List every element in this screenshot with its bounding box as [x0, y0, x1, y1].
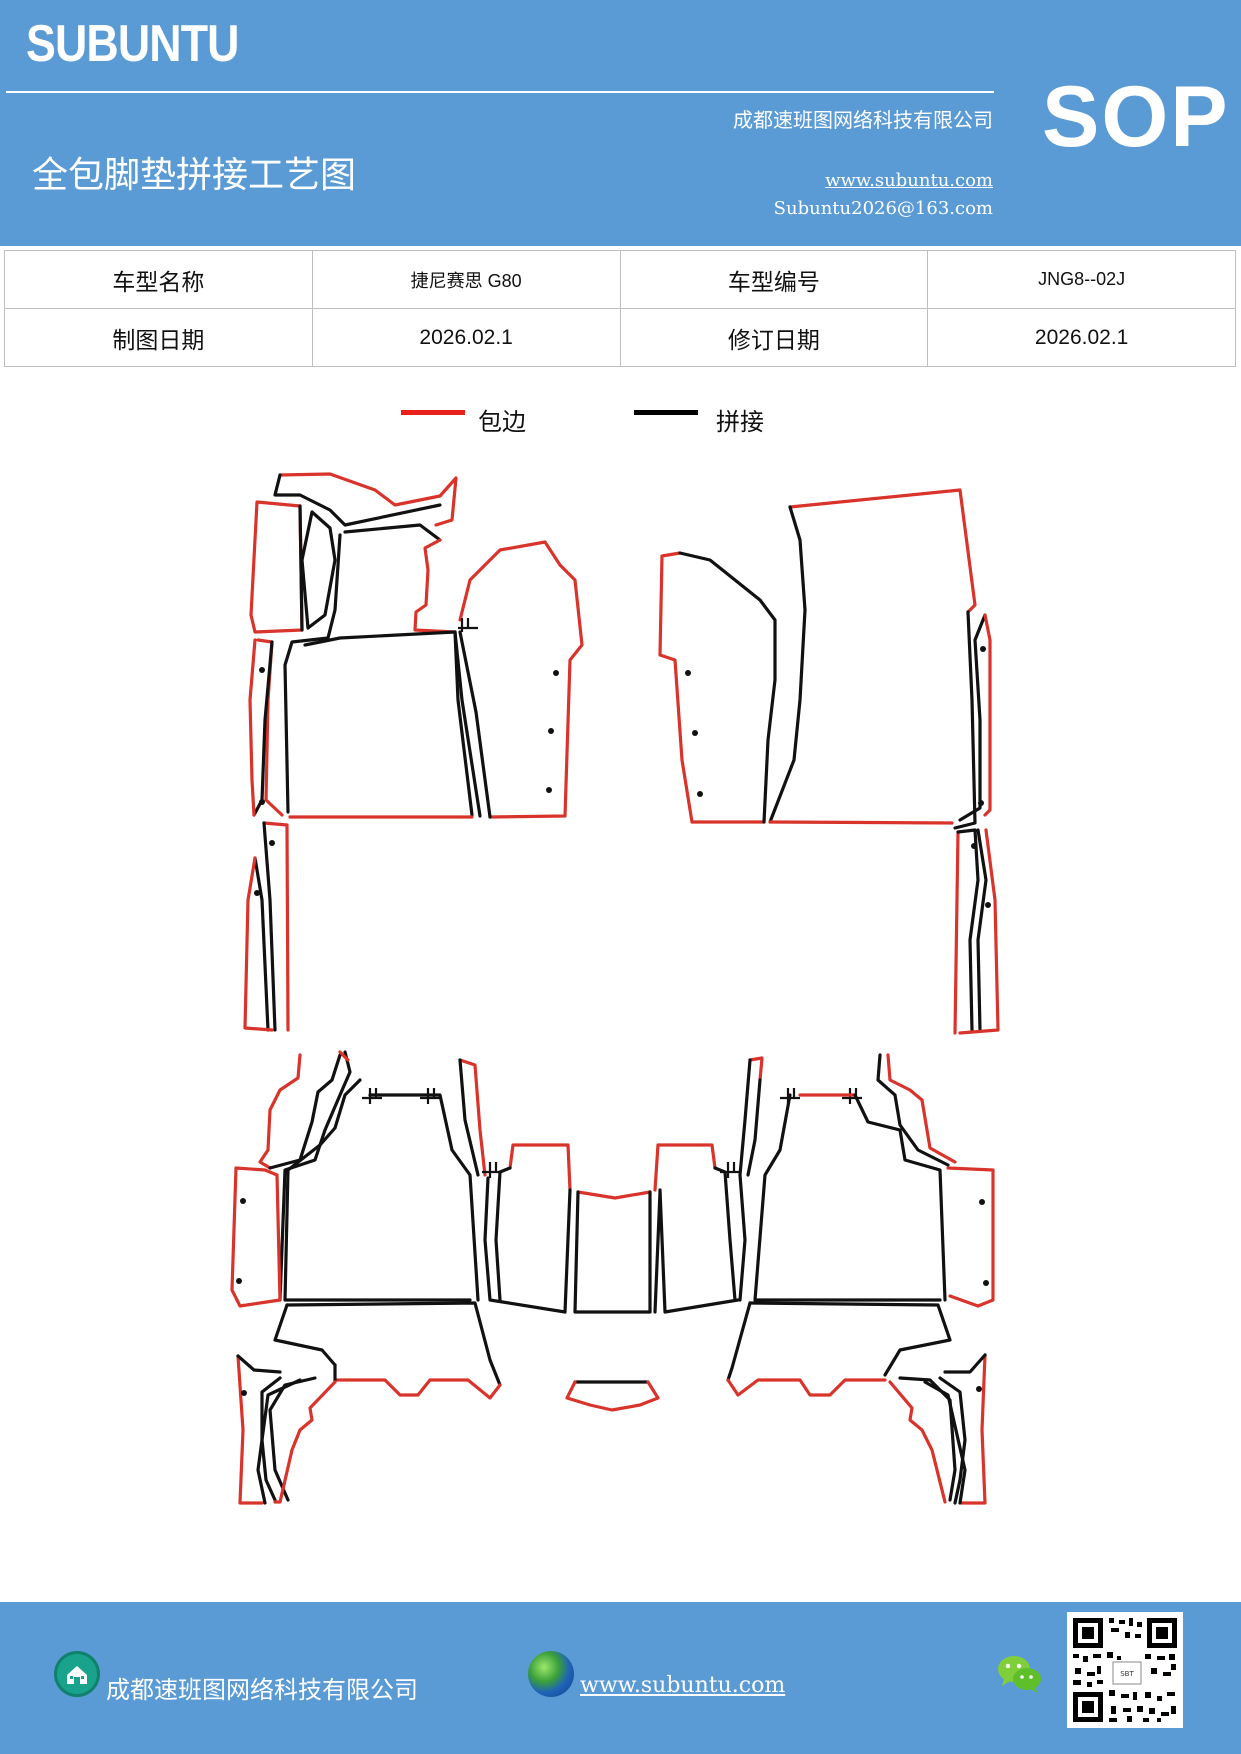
- model-code-value: JNG8--02J: [927, 250, 1236, 309]
- rear-right-center-piece: [653, 1143, 747, 1314]
- legend-edge-label: 包边: [478, 408, 526, 436]
- header-email: Subuntu2026@163.com: [773, 198, 993, 219]
- header-website-link[interactable]: www.subuntu.com: [825, 170, 993, 191]
- rear-left-mat: [230, 1050, 487, 1308]
- header-banner: [0, 0, 1241, 246]
- table-row: 制图日期 2026.02.1 修订日期 2026.02.1: [4, 308, 1236, 367]
- brand-logo: SUBUNTU: [26, 15, 239, 73]
- legend-join-label: 拼接: [716, 408, 764, 436]
- qr-code: SBT: [1067, 1612, 1183, 1728]
- rear-right-mat: [738, 1053, 995, 1308]
- draw-date-label: 制图日期: [4, 308, 313, 367]
- svg-text:SBT: SBT: [1120, 1670, 1134, 1678]
- footer-company: 成都速班图网络科技有限公司: [106, 1676, 418, 1704]
- draw-date-value: 2026.02.1: [311, 308, 621, 367]
- model-name-label: 车型名称: [4, 250, 313, 309]
- header-company: 成都速班图网络科技有限公司: [733, 108, 993, 132]
- rear-center-lower-piece: [565, 1380, 660, 1412]
- rear-left-center-piece: [482, 1143, 572, 1314]
- revise-date-value: 2026.02.1: [927, 308, 1236, 367]
- footer-website-link[interactable]: www.subuntu.com: [580, 1673, 786, 1698]
- legend-edge-swatch: [401, 410, 465, 415]
- wechat-icon: [996, 1652, 1044, 1696]
- mat-layout-diagram: [230, 472, 1000, 1505]
- rear-right-lower-pieces: [726, 1301, 987, 1505]
- front-center-piece: [453, 540, 584, 819]
- table-row: 车型名称 捷尼赛思 G80 车型编号 JNG8--02J: [4, 250, 1236, 309]
- sop-badge: SOP: [1042, 69, 1230, 165]
- model-code-label: 车型编号: [619, 250, 929, 309]
- front-left-mat: [248, 472, 474, 819]
- legend-join-swatch: [634, 410, 698, 415]
- page-title: 全包脚垫拼接工艺图: [32, 155, 357, 196]
- header-divider: [6, 91, 994, 93]
- rear-center-tunnel: [573, 1190, 662, 1314]
- revise-date-label: 修订日期: [619, 308, 929, 367]
- front-left-side-strip: [243, 821, 290, 1032]
- globe-icon: [528, 1651, 574, 1697]
- house-icon: [54, 1651, 100, 1697]
- front-right-side-strip: [953, 828, 1000, 1035]
- info-table: 车型名称 捷尼赛思 G80 车型编号 JNG8--02J 制图日期 2026.0…: [4, 250, 1236, 367]
- front-right-mat: [658, 488, 992, 830]
- model-name-value: 捷尼赛思 G80: [311, 250, 621, 309]
- rear-left-lower-pieces: [236, 1301, 502, 1505]
